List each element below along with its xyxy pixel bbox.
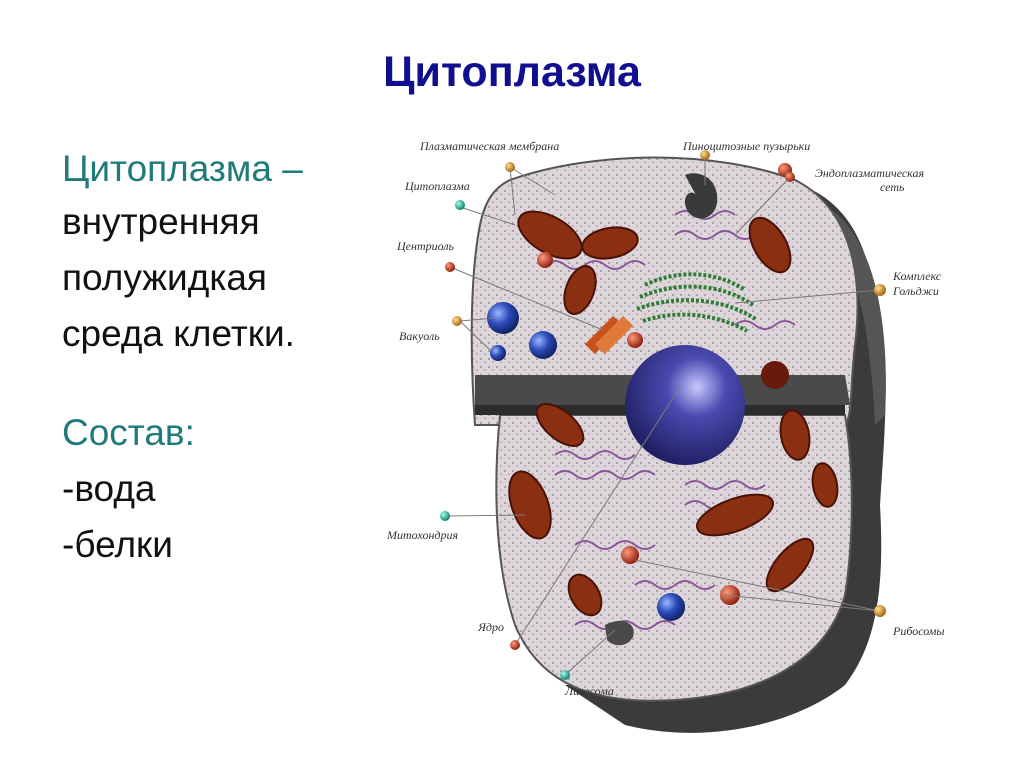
label-pinocytic-vesicles: Пиноцитозные пузырьки xyxy=(682,139,810,153)
label-golgi-line2: Гольджи xyxy=(892,284,939,298)
vacuole xyxy=(487,302,519,334)
label-nucleus: Ядро xyxy=(477,620,504,634)
label-mitochondrion: Митохондрия xyxy=(386,528,458,542)
nucleus xyxy=(625,345,745,465)
label-er-line1: Эндоплазматическая xyxy=(815,166,925,180)
item-water: -вода xyxy=(62,468,156,509)
body-text: Цитоплазма – внутренняя полужидкая среда… xyxy=(62,150,382,563)
definition-line-1: внутренняя xyxy=(62,201,260,242)
label-centriole: Центриоль xyxy=(396,239,455,253)
label-er-line2: сеть xyxy=(880,180,905,194)
er-network xyxy=(544,210,796,630)
label-ribosomes: Рибосомы xyxy=(892,624,945,638)
lysosome xyxy=(605,620,634,646)
item-proteins: -белки xyxy=(62,524,173,565)
definition-line-3: среда клетки. xyxy=(62,313,295,354)
definition-term: Цитоплазма – xyxy=(62,148,303,189)
page-title: Цитоплазма xyxy=(383,48,641,96)
cell-diagram: Плазматическая мембрана Пиноцитозные пуз… xyxy=(386,139,945,733)
label-vacuole: Вакуоль xyxy=(399,329,440,343)
centriole xyxy=(584,315,624,355)
leader-lines xyxy=(444,155,881,676)
golgi-complex xyxy=(636,272,759,333)
label-lysosome: Лизосома xyxy=(564,684,614,698)
label-golgi-line1: Комплекс xyxy=(892,269,942,283)
pinocytic-vesicle xyxy=(684,173,718,219)
mitochondria xyxy=(508,210,839,617)
label-cytoplasm: Цитоплазма xyxy=(404,179,470,193)
label-plasma-membrane: Плазматическая мембрана xyxy=(419,139,559,153)
composition-heading: Состав: xyxy=(62,412,195,453)
definition-line-2: полужидкая xyxy=(62,257,267,298)
